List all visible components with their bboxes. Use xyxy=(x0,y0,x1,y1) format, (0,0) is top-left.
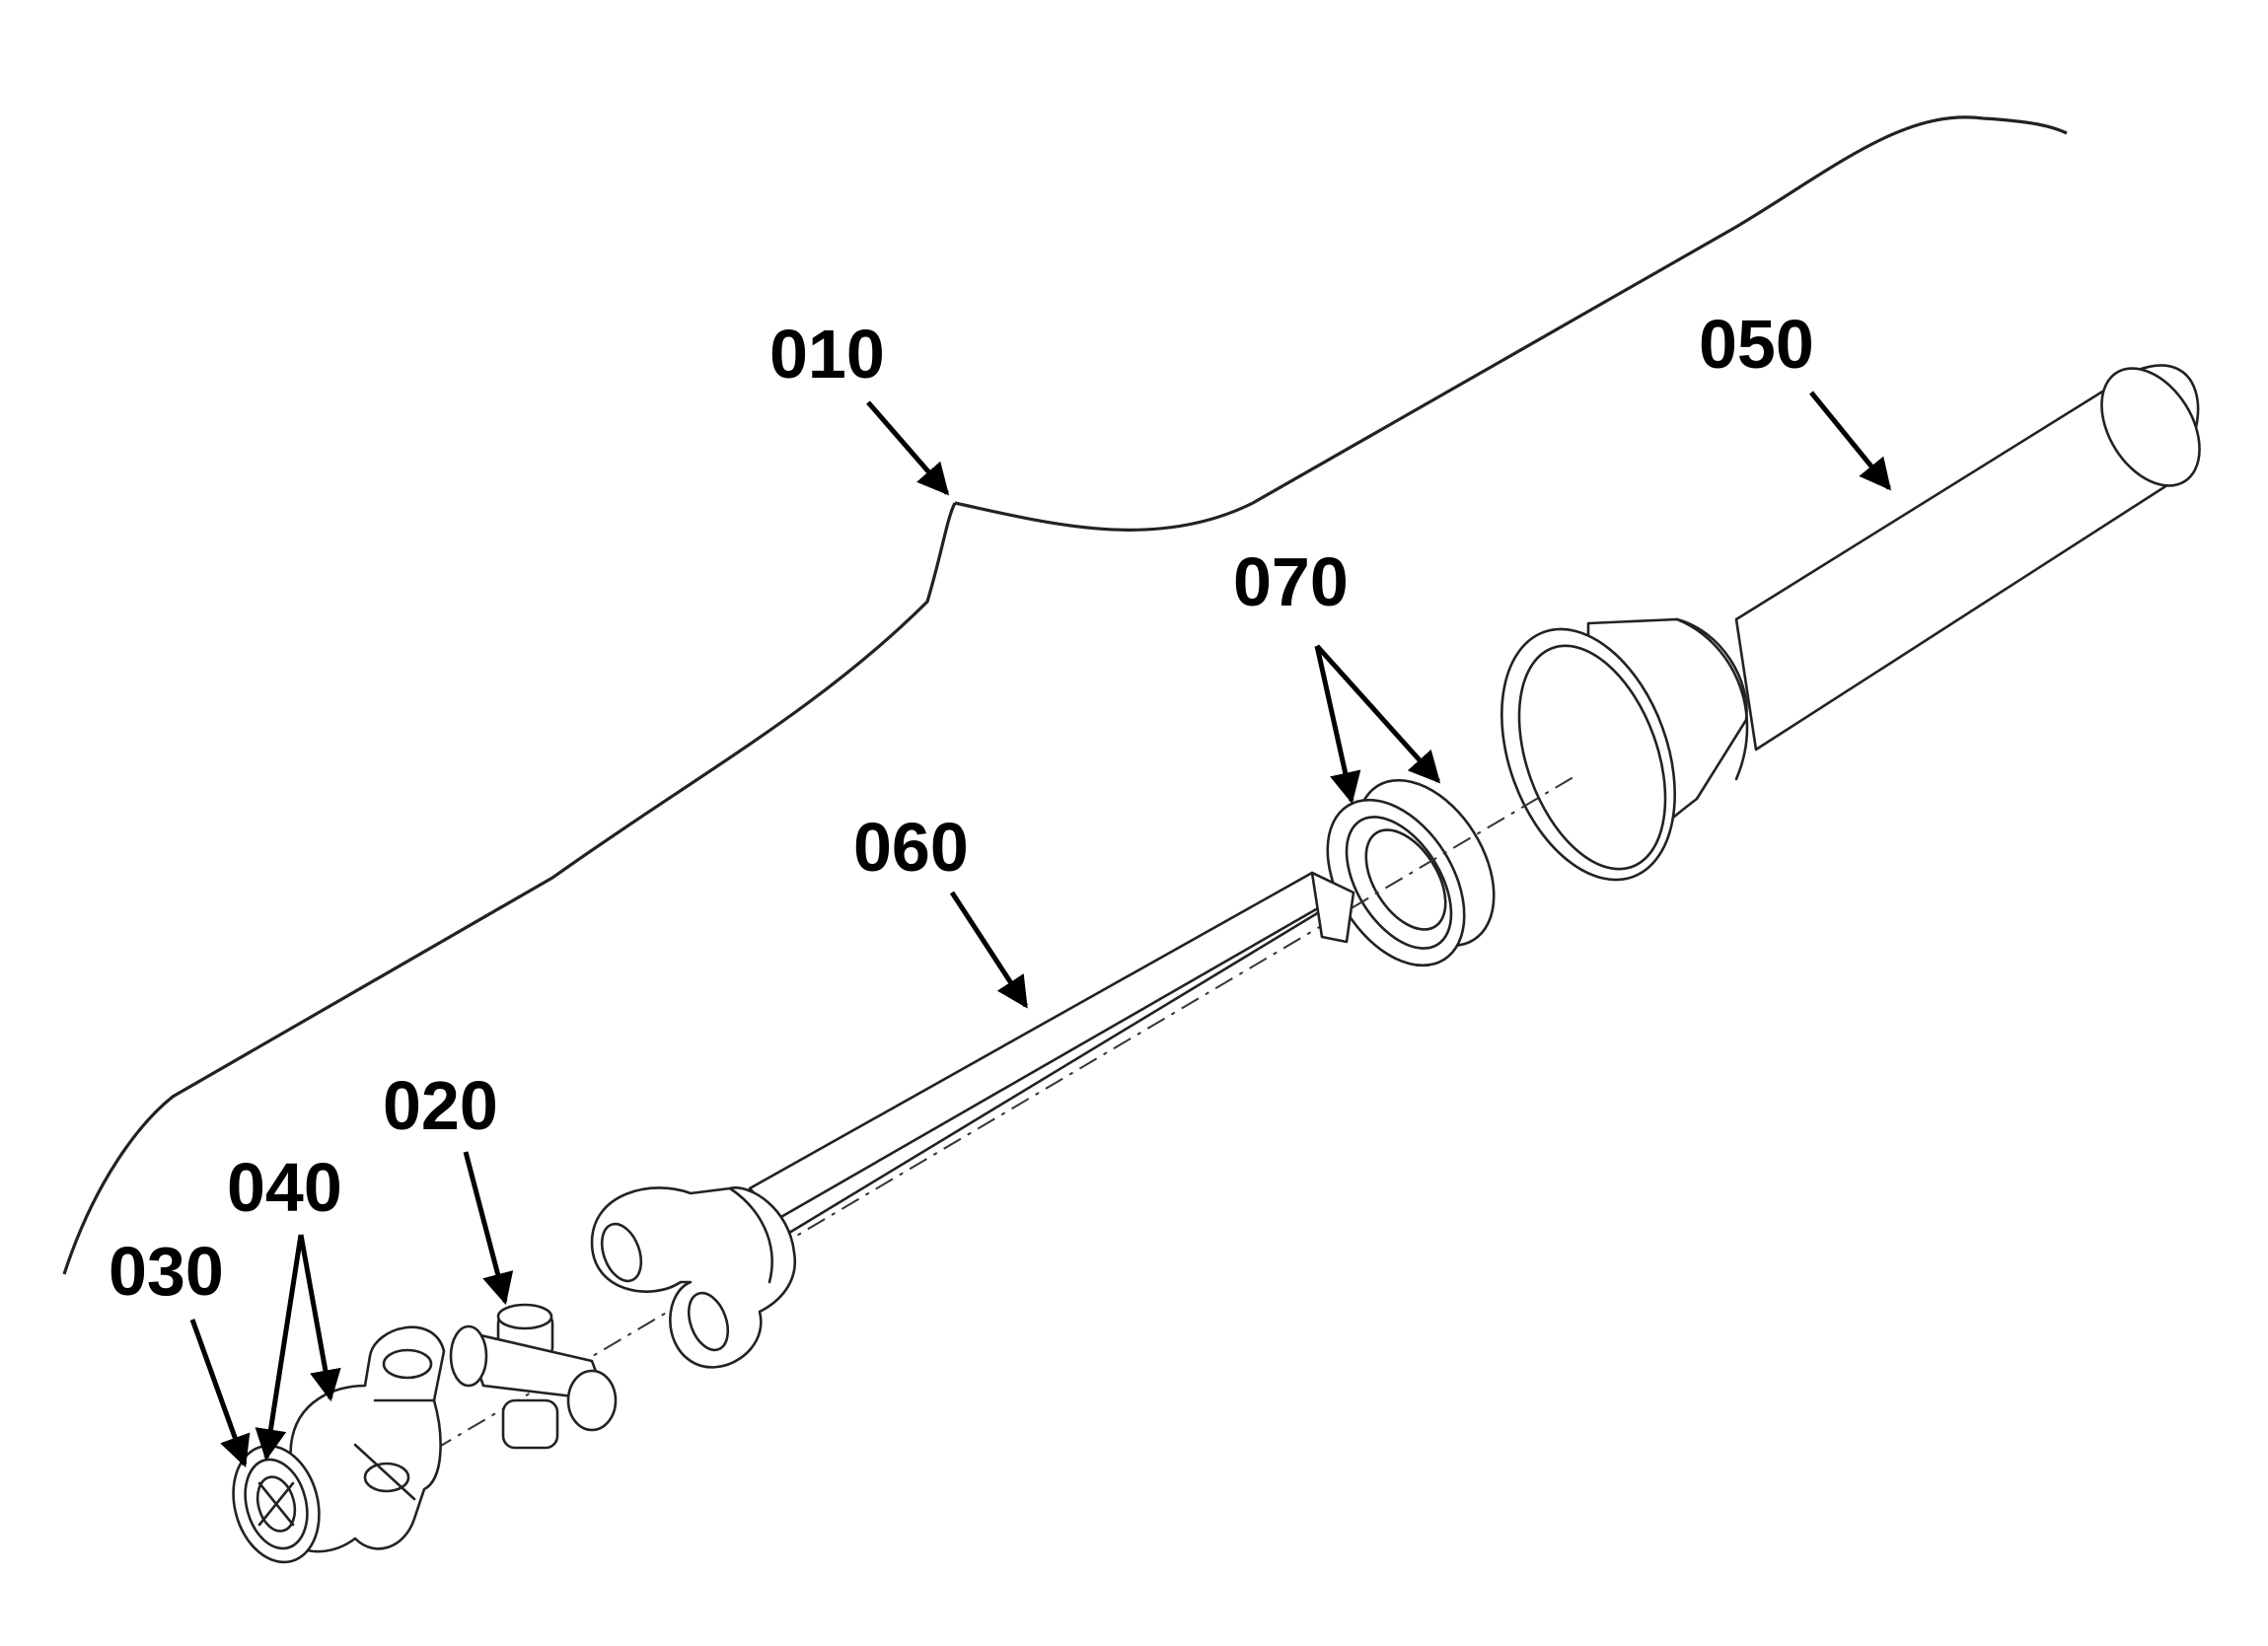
label-050: 050 xyxy=(1699,306,1814,383)
label-010: 010 xyxy=(769,316,885,393)
callout-030: 030 xyxy=(109,1233,251,1468)
shaft-part xyxy=(590,871,1355,1369)
label-070: 070 xyxy=(1233,543,1349,620)
inner-yoke-part xyxy=(232,1444,321,1564)
label-020: 020 xyxy=(383,1067,498,1144)
label-040: 040 xyxy=(227,1149,342,1226)
callout-020: 020 xyxy=(383,1067,514,1306)
label-030: 030 xyxy=(109,1233,224,1310)
label-060: 060 xyxy=(853,809,969,886)
callout-010: 010 xyxy=(769,316,950,496)
callout-060: 060 xyxy=(853,809,1029,1009)
tube-guard-part xyxy=(1500,364,2201,882)
callout-040: 040 xyxy=(227,1149,342,1462)
callout-050: 050 xyxy=(1699,306,1892,491)
shield-outline xyxy=(62,115,2068,1275)
callout-070: 070 xyxy=(1233,543,1441,805)
cross-kit-part xyxy=(449,1303,618,1450)
center-axis xyxy=(433,773,1579,1451)
outer-yoke-part xyxy=(284,1325,446,1553)
